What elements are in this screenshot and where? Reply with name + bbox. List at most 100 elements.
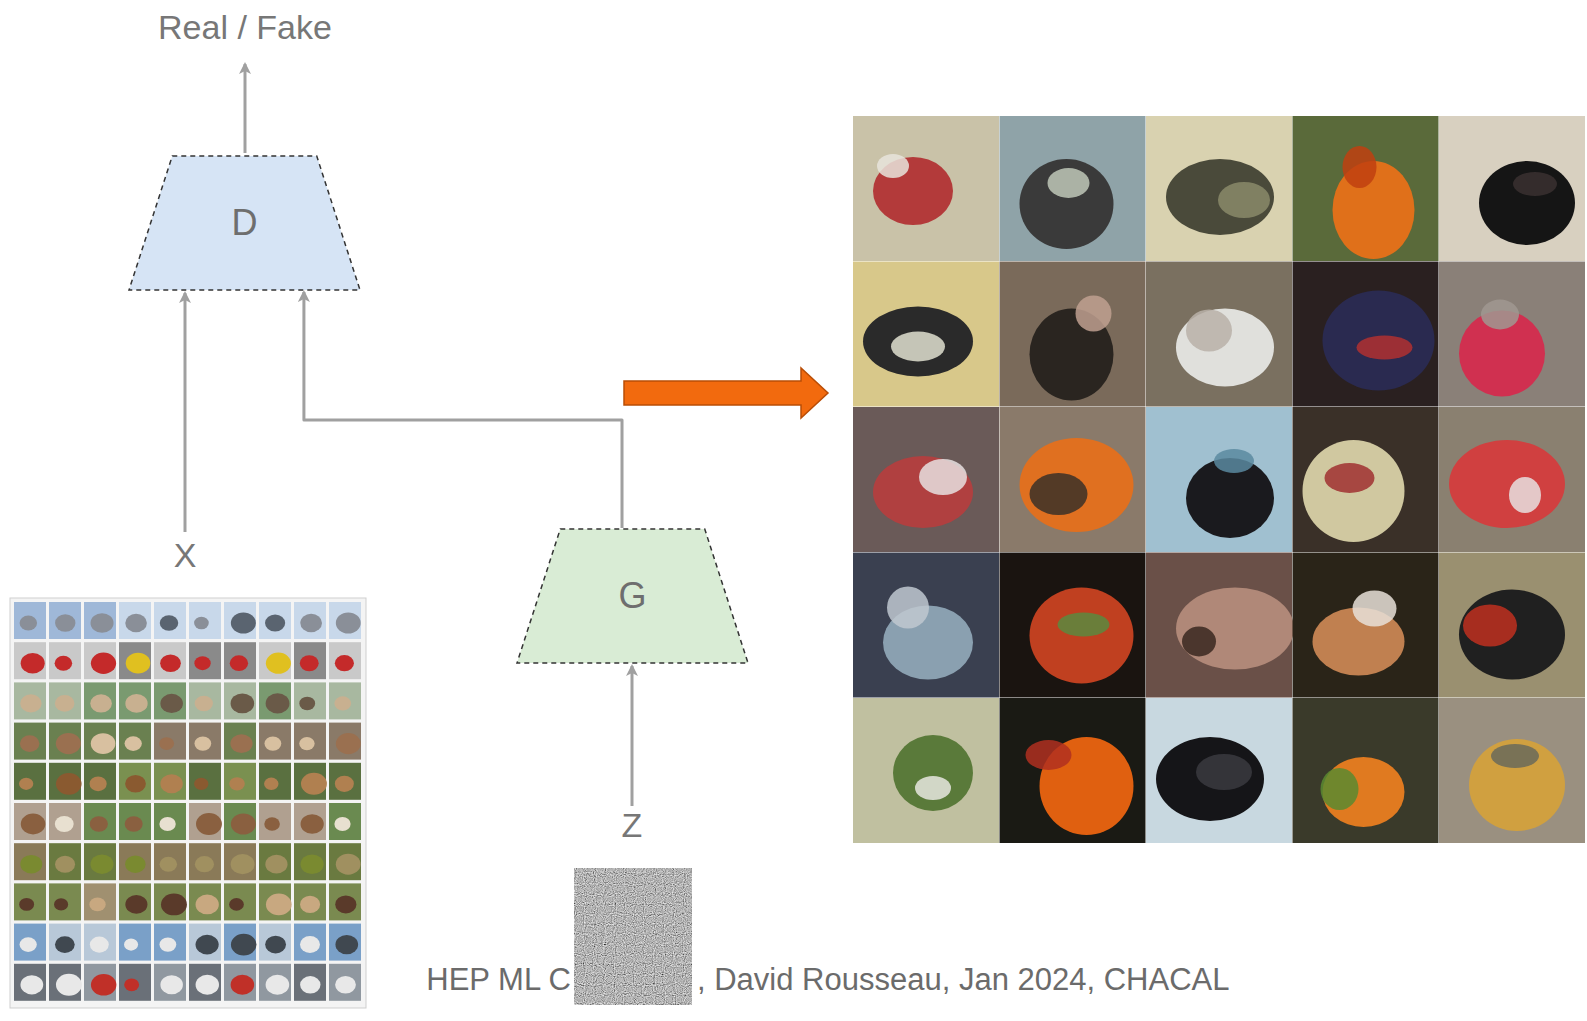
dataset-image [49, 642, 81, 679]
dataset-image [14, 642, 46, 679]
dataset-image [294, 723, 326, 760]
dataset-image [224, 924, 256, 961]
dataset-image [119, 642, 151, 679]
dataset-image [154, 883, 187, 920]
generated-image [1439, 553, 1585, 698]
dataset-image [49, 602, 81, 639]
dataset-image [224, 723, 256, 760]
dataset-image [154, 843, 186, 880]
dataset-image [329, 642, 361, 679]
dataset-image [294, 642, 326, 679]
dataset-image [119, 763, 151, 800]
dataset-image [259, 723, 291, 760]
noise-square [574, 868, 692, 1005]
generated-image [853, 262, 999, 407]
dataset-image [224, 763, 256, 800]
dataset-image [14, 883, 46, 920]
node-letter: G [618, 576, 646, 616]
dataset-image [119, 924, 151, 961]
dataset-image [259, 763, 291, 800]
output-label: Real / Fake [158, 8, 332, 47]
dataset-image [119, 682, 151, 719]
dataset-image [154, 723, 186, 760]
dataset-image [189, 883, 221, 920]
dataset-image [14, 723, 46, 760]
dataset-image [49, 763, 82, 800]
noise-label: Z [622, 806, 643, 845]
dataset-image [14, 602, 46, 639]
generated-image [1293, 262, 1439, 407]
dataset-image [84, 803, 116, 840]
generated-image [1000, 553, 1146, 698]
generated-image [853, 698, 999, 843]
dataset-image [224, 883, 256, 920]
footer-text: , David Rousseau, Jan 2024, CHACAL [697, 962, 1229, 998]
generated-image [1439, 407, 1585, 552]
dataset-image [329, 843, 361, 880]
dataset-image [294, 803, 326, 840]
dataset-image [259, 803, 291, 840]
dataset-image [49, 964, 82, 1001]
dataset-image [14, 964, 46, 1001]
dataset-image-grid [10, 598, 366, 1008]
dataset-image [189, 602, 221, 639]
flow-arrow [304, 292, 622, 528]
dataset-image [84, 883, 116, 920]
dataset-image [294, 602, 326, 639]
discriminator-trapezoid: D [128, 155, 361, 291]
generated-image [1293, 116, 1439, 261]
generated-image [1146, 116, 1292, 261]
dataset-image [329, 602, 361, 639]
generated-image [853, 407, 999, 552]
dataset-image [329, 682, 361, 719]
dataset-image [224, 682, 256, 719]
dataset-image [189, 723, 221, 760]
dataset-image [14, 682, 46, 719]
generated-image [1146, 553, 1294, 698]
generated-image [1293, 407, 1439, 552]
input-label: X [174, 536, 197, 575]
dataset-image [189, 803, 222, 840]
dataset-image [119, 964, 151, 1001]
dataset-image [329, 883, 361, 920]
dataset-image [294, 763, 327, 800]
dataset-image [154, 602, 186, 639]
dataset-image [189, 642, 221, 679]
generated-image [1000, 698, 1146, 843]
dataset-image [294, 883, 326, 920]
dataset-image [259, 602, 291, 639]
dataset-image [224, 803, 256, 840]
dataset-image [224, 642, 256, 679]
dataset-image [84, 642, 116, 679]
dataset-image [154, 642, 186, 679]
dataset-image [259, 642, 291, 679]
dataset-image [84, 682, 116, 719]
dataset-image [49, 883, 81, 920]
generated-image [1146, 698, 1292, 843]
footer-text: HEP ML C [426, 962, 571, 998]
dataset-image [189, 843, 221, 880]
generated-image [1439, 116, 1585, 261]
dataset-image [259, 682, 291, 719]
node-letter: D [232, 203, 258, 243]
dataset-image [189, 964, 221, 1001]
output-arrow [244, 64, 247, 153]
dataset-image [329, 924, 361, 961]
dataset-image [84, 763, 116, 800]
generator-trapezoid: G [516, 528, 749, 664]
dataset-image [49, 723, 81, 760]
dataset-image [154, 924, 186, 961]
dataset-image [49, 843, 81, 880]
dataset-image [259, 843, 291, 880]
generated-image [1000, 407, 1146, 552]
generated-image [1439, 262, 1585, 407]
dataset-image [154, 964, 186, 1001]
dataset-image [14, 803, 46, 840]
dataset-image [154, 803, 186, 840]
generated-image [853, 116, 999, 261]
dataset-image [49, 682, 81, 719]
